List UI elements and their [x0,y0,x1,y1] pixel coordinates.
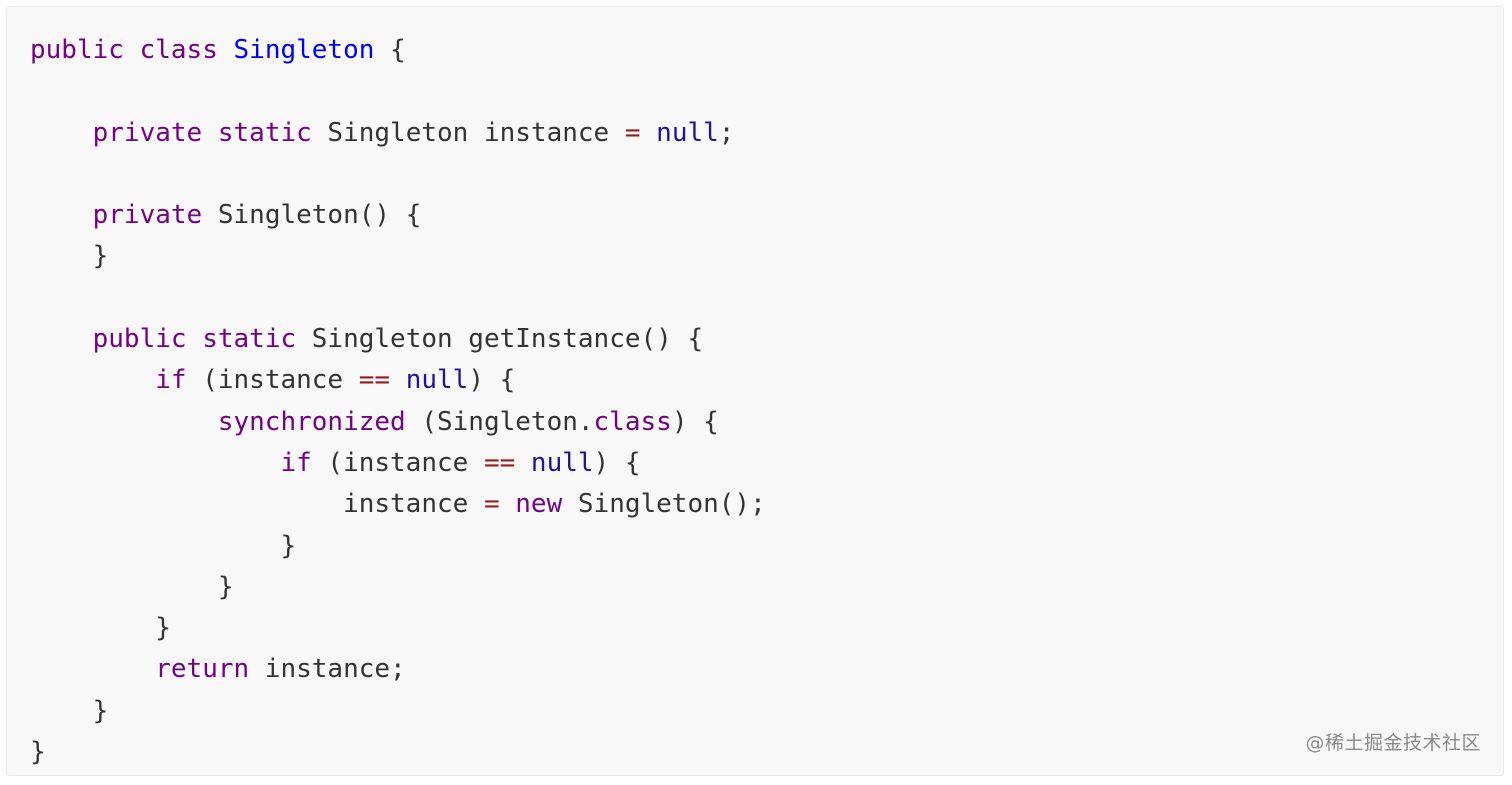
code-token [30,365,155,395]
code-token: public [92,324,187,355]
code-token: } [30,613,171,644]
code-token: if [155,365,187,396]
code-token: } [30,737,46,768]
code-line: public static Singleton getInstance() { [30,319,766,360]
code-token [202,118,218,148]
code-token: return [155,654,250,685]
code-line: } [30,526,766,567]
code-token [30,118,93,148]
code-token: private [92,200,203,231]
code-line: } [30,236,766,277]
code-token [218,35,234,65]
code-token: Singleton [233,35,375,65]
code-token: ) { [468,365,516,396]
code-token: null [656,117,719,148]
code-token: ) { [671,406,719,437]
code-line: instance = new Singleton(); [30,484,766,525]
code-token: ) { [593,447,641,478]
code-line: } [30,691,766,732]
code-token: = [624,117,641,148]
code-token [390,365,406,395]
code-line: } [30,567,766,608]
code-line: if (instance == null) { [30,443,766,484]
code-token [30,200,93,230]
code-token: if [280,447,312,478]
code-line: ​ [30,278,766,319]
code-line: public class Singleton { [30,30,766,71]
code-token: class [139,35,218,65]
code-token: class [593,406,672,437]
code-token: Singleton() { [202,200,422,231]
code-line: ​ [30,154,766,195]
code-line: private Singleton() { [30,195,766,236]
code-token: null [530,447,594,478]
code-token: (instance [186,365,359,396]
code-token: ; [718,117,735,148]
code-token: new [515,489,563,520]
code-token: public [30,35,124,65]
code-token: static [202,324,297,355]
code-token: = [483,489,500,520]
code-token: instance [30,489,484,520]
code-token: Singleton(); [562,489,766,520]
code-line: synchronized (Singleton.class) { [30,402,766,443]
code-token [30,654,155,684]
code-token [30,324,93,354]
code-line: } [30,732,766,773]
code-token: null [405,365,469,396]
code-line: } [30,608,766,649]
code-line: ​ [30,71,766,112]
code-token [641,118,657,148]
code-token [124,35,140,65]
code-token: instance; [249,654,406,685]
code-token [187,324,203,354]
code-token: == [358,365,391,396]
watermark: @稀土掘金技术社区 [1305,732,1481,754]
code-token: (Singleton. [405,406,594,437]
code-block: public class Singleton {​ private static… [6,6,1504,776]
code-token [500,489,516,519]
code-token: Singleton instance [311,117,625,148]
code-token: } [30,571,234,602]
code-line: if (instance == null) { [30,360,766,401]
code-line: private static Singleton instance = null… [30,113,766,154]
code-token [30,407,218,437]
code-token: } [30,241,109,272]
code-token: == [483,447,516,478]
code-token: synchronized [217,406,406,437]
code-token: Singleton getInstance() { [296,324,704,355]
code-token [30,448,280,478]
code-token: } [30,695,109,726]
code-content: public class Singleton {​ private static… [30,30,766,773]
code-token: } [30,530,297,561]
code-token [515,448,531,478]
code-line: return instance; [30,649,766,690]
code-token: private [92,117,203,148]
code-token: static [217,117,312,148]
code-token: (instance [311,447,484,478]
code-token: { [374,35,406,65]
